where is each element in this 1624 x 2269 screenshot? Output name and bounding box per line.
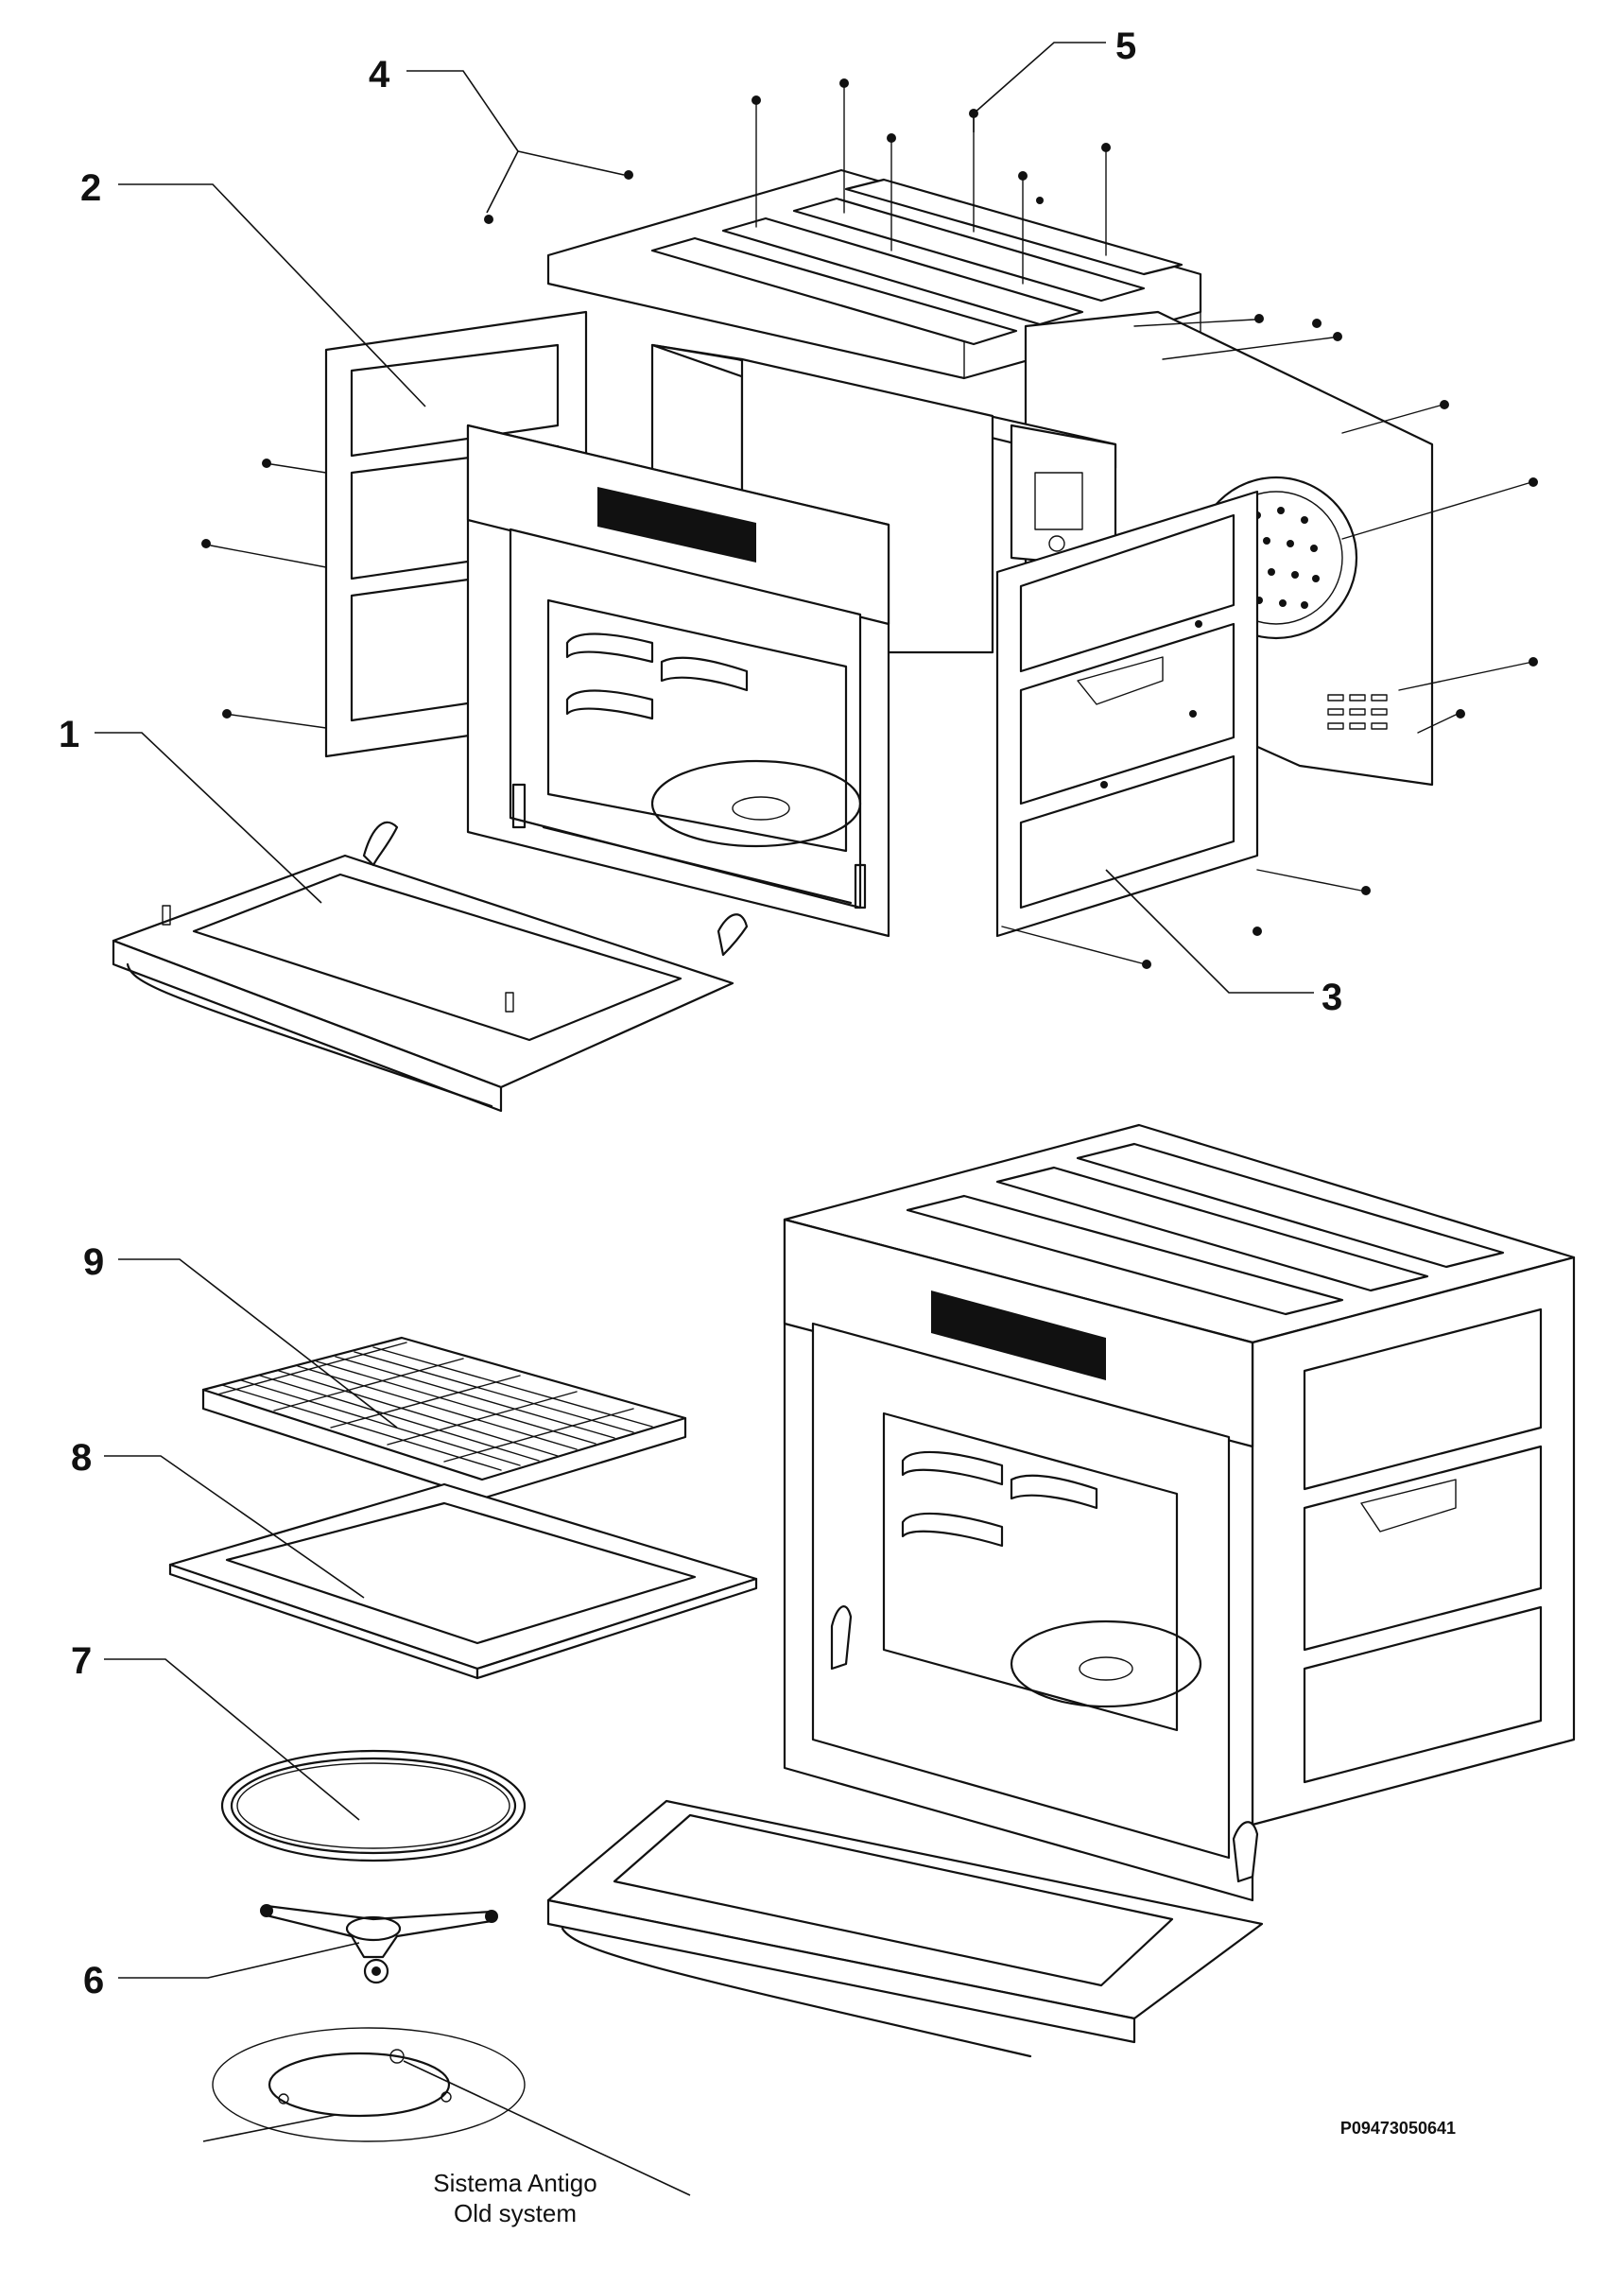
old-system-inset bbox=[202, 2027, 691, 2196]
callout-3: 3 bbox=[1322, 977, 1342, 1018]
wire-rack bbox=[201, 1336, 687, 1500]
callout-2: 2 bbox=[80, 167, 101, 209]
old-system-label-pt: Sistema Antigo bbox=[433, 2169, 596, 2197]
callout-leaders bbox=[95, 42, 1314, 1979]
oven-door bbox=[112, 821, 749, 1113]
roller-ring bbox=[220, 1749, 527, 1862]
callout-1: 1 bbox=[59, 714, 79, 755]
rack-wires bbox=[216, 1342, 653, 1471]
front-frame bbox=[466, 424, 890, 938]
callout-labels: 1 2 3 4 5 6 7 8 9 bbox=[59, 26, 1342, 2001]
callout-8: 8 bbox=[71, 1437, 92, 1479]
callout-4: 4 bbox=[369, 54, 390, 95]
old-system-label-en: Old system bbox=[454, 2199, 577, 2227]
right-side-panel bbox=[995, 490, 1371, 969]
callout-7: 7 bbox=[71, 1640, 92, 1682]
drawing-code: P09473050641 bbox=[1340, 2119, 1456, 2138]
assembled-oven bbox=[546, 1123, 1576, 2058]
callout-6: 6 bbox=[83, 1960, 104, 2001]
vent-slots bbox=[1327, 694, 1388, 730]
baking-tray bbox=[168, 1482, 758, 1680]
callout-5: 5 bbox=[1115, 26, 1136, 67]
callout-9: 9 bbox=[83, 1241, 104, 1283]
turntable-support bbox=[260, 1904, 498, 1984]
